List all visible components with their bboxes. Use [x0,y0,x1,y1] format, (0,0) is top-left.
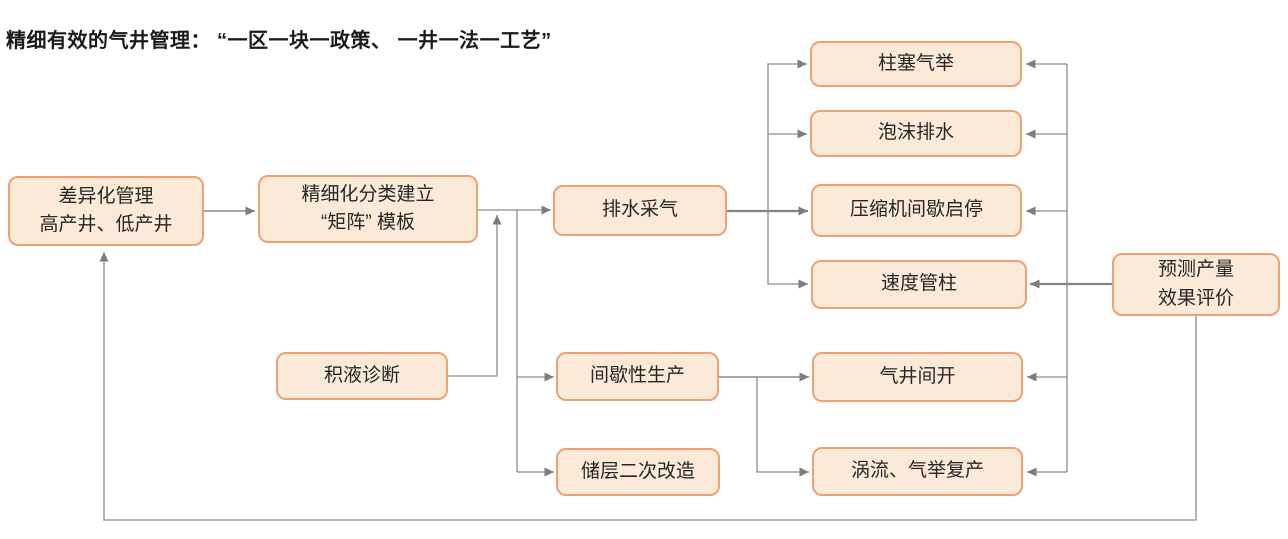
node-drainage-label: 排水采气 [601,199,678,221]
node-foam-drainage: 泡沫排水 [810,110,1022,157]
node-differential-line1: 差异化管理 [58,185,154,207]
node-differential-management: 差异化管理 高产井、低产井 [8,176,204,246]
node-drainage-gas-recovery: 排水采气 [553,185,727,236]
node-predict-line2: 效果评价 [1157,287,1234,309]
node-predict-line1: 预测产量 [1157,259,1234,280]
node-plunger-gas-lift: 柱塞气举 [810,41,1022,87]
connector-intermittent-to-vortex [756,377,809,477]
node-plunger-label: 柱塞气举 [877,52,954,74]
node-liquid-diagnosis: 积液诊断 [276,352,448,400]
node-vortex-label: 涡流、气举复产 [850,460,984,482]
node-matrix-template: 精细化分类建立 “矩阵” 模板 [258,175,478,243]
node-prediction-evaluation: 预测产量 效果评价 [1112,253,1280,316]
node-well-intermittent-open: 气井间开 [812,352,1023,402]
connector-drainage-to-velocity [767,211,808,289]
node-foam-label: 泡沫排水 [877,122,954,144]
connector-feedback-predict-to-differential [99,252,1197,521]
node-matrix-line2: “矩阵” 模板 [321,212,415,233]
node-compressor-label: 压缩机间歇启停 [849,199,983,221]
node-vortex-gas-lift-restart: 涡流、气举复产 [812,447,1023,496]
node-wellopen-label: 气井间开 [879,365,956,387]
node-reservoir-restimulation: 储层二次改造 [556,448,720,496]
node-intermittent-label: 间歇性生产 [589,365,685,387]
node-differential-line2: 高产井、低产井 [39,214,173,235]
node-compressor-intermittent: 压缩机间歇启停 [811,184,1022,237]
diagram-title: 精细有效的气井管理： “一区一块一政策、 一井一法一工艺” [6,30,552,52]
node-liquid-label: 积液诊断 [323,364,400,386]
node-intermittent-production: 间歇性生产 [556,352,719,401]
connector-drainage-to-plunger [767,59,807,211]
node-reservoir-label: 储层二次改造 [580,460,695,482]
node-velocity-label: 速度管柱 [880,273,957,295]
node-matrix-line1: 精细化分类建立 [301,183,435,205]
connector-liquid-to-main-line [448,215,502,377]
node-velocity-string: 速度管柱 [811,260,1027,309]
